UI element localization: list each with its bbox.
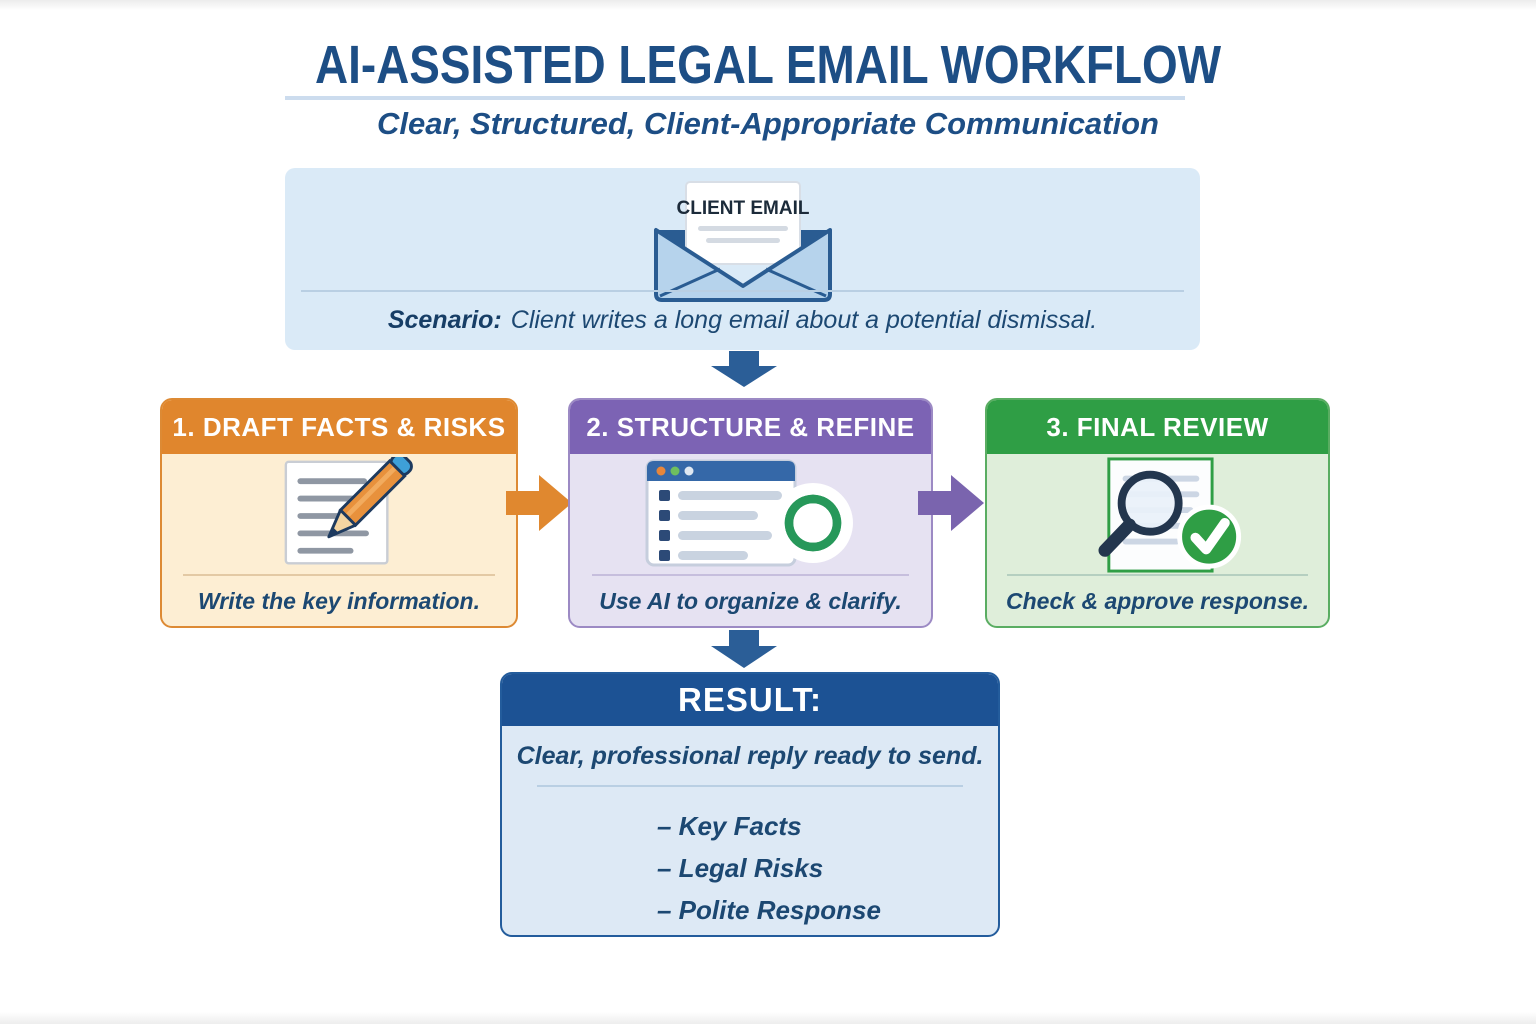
divider	[591, 574, 910, 576]
envelope-label: CLIENT EMAIL	[676, 198, 809, 219]
step-2-caption: Use AI to organize & clarify.	[599, 587, 902, 614]
openai-logo-icon	[772, 483, 853, 563]
step-2-header: 2. STRUCTURE & REFINE	[570, 400, 931, 454]
scenario-divider	[301, 290, 1184, 292]
step-3-caption: Check & approve response.	[1006, 587, 1309, 614]
result-panel: RESULT: Clear, professional reply ready …	[500, 672, 1000, 937]
magnifier-check-icon	[1098, 457, 1241, 573]
result-summary: Clear, professional reply ready to send.	[516, 742, 984, 770]
browser-ai-icon	[645, 459, 853, 567]
step-1-caption: Write the key information.	[197, 587, 480, 614]
flow-arrow-down-icon	[711, 351, 777, 387]
flow-arrow-down-icon	[711, 630, 777, 668]
step-1-box: 1. DRAFT FACTS & RISKS	[160, 398, 518, 628]
list-item: – Key Facts	[657, 811, 802, 841]
list-item: – Polite Response	[657, 895, 881, 925]
divider	[183, 574, 495, 576]
envelope-icon: CLIENT EMAIL	[653, 181, 832, 302]
step-3-header: 3. FINAL REVIEW	[987, 400, 1328, 454]
result-divider	[536, 785, 964, 787]
scenario-text: Scenario:Client writes a long email abou…	[387, 306, 1098, 334]
scenario-panel: CLIENT EMAIL Scenario:Client writes a lo…	[285, 168, 1200, 350]
step-3-box: 3. FINAL REVIEW	[985, 398, 1330, 628]
title-divider	[285, 96, 1185, 100]
scenario-label: Scenario:	[387, 306, 502, 334]
page-subtitle: Clear, Structured, Client-Appropriate Co…	[377, 106, 1159, 141]
step-2-box: 2. STRUCTURE & REFINE	[568, 398, 933, 628]
page-title: AI-ASSISTED LEGAL EMAIL WORKFLOW	[314, 35, 1222, 95]
flow-arrow-right-icon	[506, 475, 572, 531]
divider	[1007, 574, 1308, 576]
step-1-header: 1. DRAFT FACTS & RISKS	[162, 400, 516, 454]
result-header: RESULT:	[502, 674, 998, 726]
flow-arrow-right-icon	[918, 475, 984, 531]
result-list: – Key Facts – Legal Risks – Polite Respo…	[657, 805, 998, 931]
note-pencil-icon	[284, 457, 413, 565]
list-item: – Legal Risks	[657, 853, 824, 883]
